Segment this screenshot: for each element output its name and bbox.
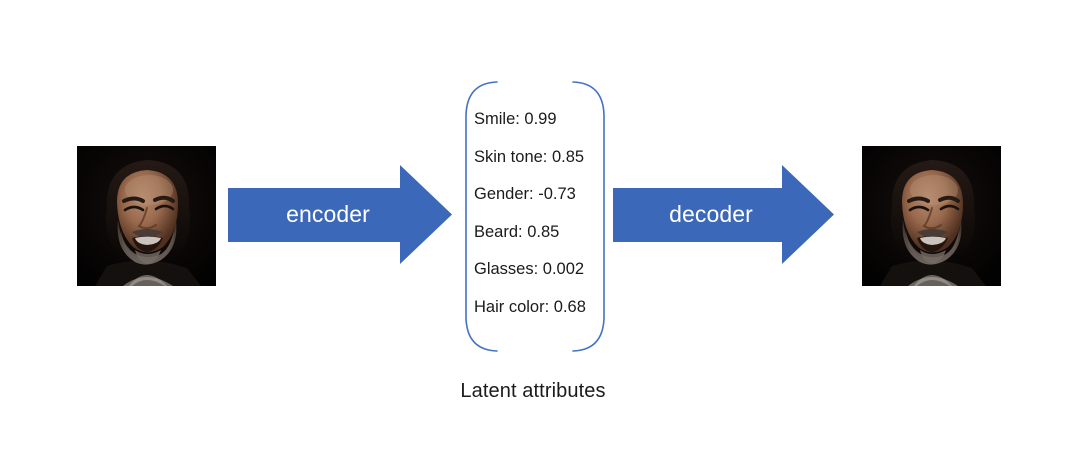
input-face-photo xyxy=(77,146,216,286)
latent-attribute-glasses: Glasses: 0.002 xyxy=(474,260,585,278)
latent-attribute-beard: Beard: 0.85 xyxy=(474,222,560,241)
latent-attribute-hair-color: Hair color: 0.68 xyxy=(474,297,586,316)
decoder-arrow: decoder xyxy=(613,165,835,264)
latent-attributes-caption: Latent attributes xyxy=(460,380,606,402)
latent-attribute-smile: Smile: 0.99 xyxy=(474,110,557,128)
latent-bracket xyxy=(463,77,607,356)
encoder-arrow: encoder xyxy=(228,165,453,264)
output-face-photo xyxy=(862,146,1001,286)
latent-attribute-list: Smile: 0.99 Skin tone: 0.85 Gender: -0.7… xyxy=(474,110,614,316)
latent-attribute-skin-tone: Skin tone: 0.85 xyxy=(474,147,585,166)
latent-attribute-gender: Gender: -0.73 xyxy=(474,185,576,203)
